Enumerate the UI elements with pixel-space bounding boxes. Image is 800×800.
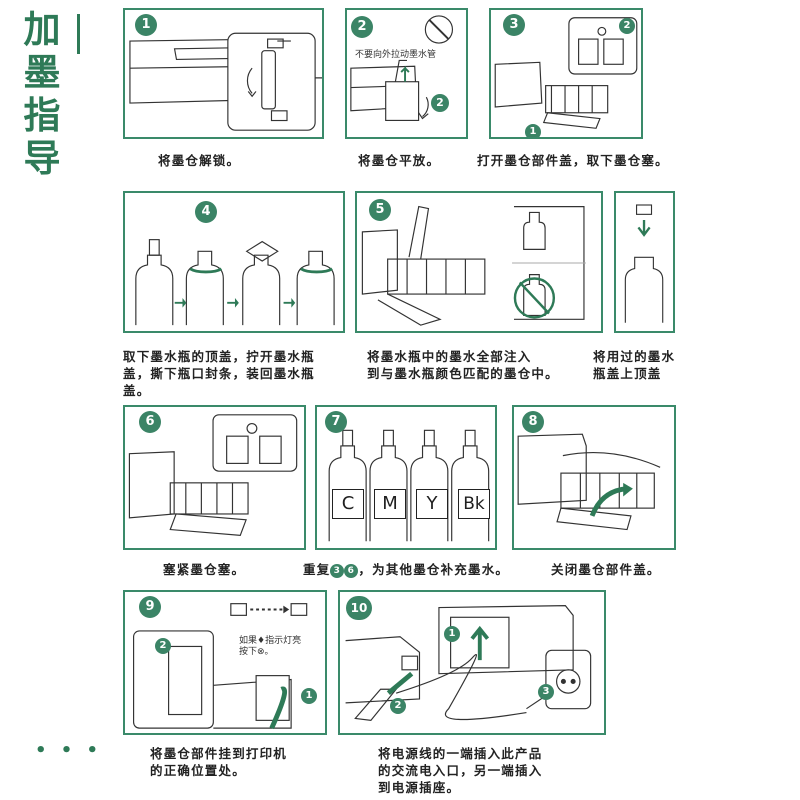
ink-label-cyan: C <box>332 489 364 519</box>
step-number-badge: 4 <box>195 201 217 223</box>
sub-marker: 2 <box>390 698 406 714</box>
step-9-panel: 9 2 1 如果♦指示灯亮 按下⊗。 <box>123 590 327 735</box>
step-1-caption: 将墨仓解锁。 <box>158 153 241 168</box>
bottle-open-sequence-illustration <box>135 239 335 326</box>
step-number-badge: 8 <box>522 411 544 433</box>
page-title: 加 墨 指 导 <box>20 8 64 180</box>
sub-marker: 1 <box>301 688 317 704</box>
sub-marker: 1 <box>444 626 460 642</box>
sub-marker: 1 <box>525 124 541 137</box>
ink-label-magenta: M <box>374 489 406 519</box>
step-8-caption: 关闭墨仓部件盖。 <box>551 562 661 577</box>
step-number-badge: 3 <box>503 14 525 36</box>
step-4-panel: 4 <box>123 191 345 333</box>
step-ref-badge: 3 <box>330 564 345 578</box>
sub-marker: 2 <box>431 94 449 112</box>
step-8-panel: 8 <box>512 405 676 550</box>
step-6-caption: 塞紧墨仓塞。 <box>163 562 246 577</box>
step-number-badge: 1 <box>135 14 157 36</box>
step-10-caption: 将电源线的一端插入此产品 的交流电入口，另一端插入 到电源插座。 <box>378 745 542 796</box>
fill-ink-illustration <box>361 205 586 326</box>
hang-tank-illustration <box>133 603 308 730</box>
ink-label-black: Bk <box>458 489 490 519</box>
caption-line: 取下墨水瓶的顶盖，拧开墨水瓶 <box>123 349 315 364</box>
step-3-caption: 打开墨仓部件盖，取下墨仓塞。 <box>477 153 669 168</box>
step-number-badge: 9 <box>139 596 161 618</box>
step-number-badge: 10 <box>346 596 372 620</box>
step-4-caption: 取下墨水瓶的顶盖，拧开墨水瓶 盖，撕下瓶口封条，装回墨水瓶 盖。 <box>123 348 315 399</box>
step-2-panel: 2 2 不要向外拉动墨水管 <box>345 8 468 139</box>
printer-unlock-illustration <box>129 32 322 131</box>
caption-line: 盖。 <box>123 383 151 398</box>
title-char: 加 <box>23 8 61 51</box>
step-ref-badge: 6 <box>344 564 359 578</box>
sub-marker: 3 <box>538 684 554 700</box>
hint-line: 如果♦指示灯亮 <box>239 636 302 646</box>
close-cover-illustration <box>517 433 661 531</box>
power-cable-illustration <box>345 605 592 721</box>
caption-line: 将用过的墨水 <box>593 349 676 364</box>
step-number-badge: 6 <box>139 411 161 433</box>
step-5-panel: 5 <box>355 191 603 333</box>
ink-label-yellow: Y <box>416 489 448 519</box>
recap-bottle-illustration <box>624 204 664 323</box>
sub-marker: 2 <box>155 638 171 654</box>
caption-line: 到电源插座。 <box>378 780 461 795</box>
caption-line: 盖，撕下瓶口封条，装回墨水瓶 <box>123 366 315 381</box>
title-char: 导 <box>23 137 61 180</box>
step-number-badge: 5 <box>369 199 391 221</box>
caption-line: 将墨仓部件挂到打印机 <box>150 746 288 761</box>
open-cover-illustration <box>494 17 638 129</box>
recap-bottle-panel <box>614 191 675 333</box>
step-number-badge: 2 <box>351 16 373 38</box>
caption-text: 重复 <box>303 562 331 577</box>
hint-line: 按下⊗。 <box>239 647 274 657</box>
warning-label: 不要向外拉动墨水管 <box>355 50 437 60</box>
step-6-panel: 6 <box>123 405 306 550</box>
title-char: 墨 <box>23 51 61 94</box>
caption-line: 将电源线的一端插入此产品 <box>378 746 543 761</box>
step-number-badge: 7 <box>325 411 347 433</box>
step-7-panel: 7 C M Y Bk <box>315 405 497 550</box>
caption-line: 的正确位置处。 <box>150 763 246 778</box>
sub-marker: 2 <box>619 18 635 34</box>
recap-caption: 将用过的墨水 瓶盖上顶盖 <box>593 348 675 382</box>
step-3-panel: 3 1 2 <box>489 8 643 139</box>
step-5-caption: 将墨水瓶中的墨水全部注入 到与墨水瓶颜色匹配的墨仓中。 <box>367 348 559 382</box>
caption-text: ，为其他墨仓补充墨水。 <box>358 562 510 577</box>
title-char: 指 <box>23 94 61 137</box>
caption-line: 到与墨水瓶颜色匹配的墨仓中。 <box>367 366 559 381</box>
caption-line: 的交流电入口，另一端插入 <box>378 763 543 778</box>
caption-line: 将墨水瓶中的墨水全部注入 <box>367 349 532 364</box>
step-2-caption: 将墨仓平放。 <box>358 153 441 168</box>
step-9-caption: 将墨仓部件挂到打印机 的正确位置处。 <box>150 745 287 779</box>
ink-tank-flat-illustration <box>350 15 454 122</box>
decorative-dots: • • • <box>35 740 103 761</box>
caption-line: 瓶盖上顶盖 <box>593 366 662 381</box>
ink-bottles-illustration <box>328 429 490 542</box>
step-1-panel: 1 <box>123 8 324 139</box>
indicator-hint: 如果♦指示灯亮 按下⊗。 <box>239 636 301 658</box>
close-plug-illustration <box>128 414 298 536</box>
step-10-panel: 10 1 2 3 <box>338 590 606 735</box>
accent-bar <box>77 14 80 54</box>
